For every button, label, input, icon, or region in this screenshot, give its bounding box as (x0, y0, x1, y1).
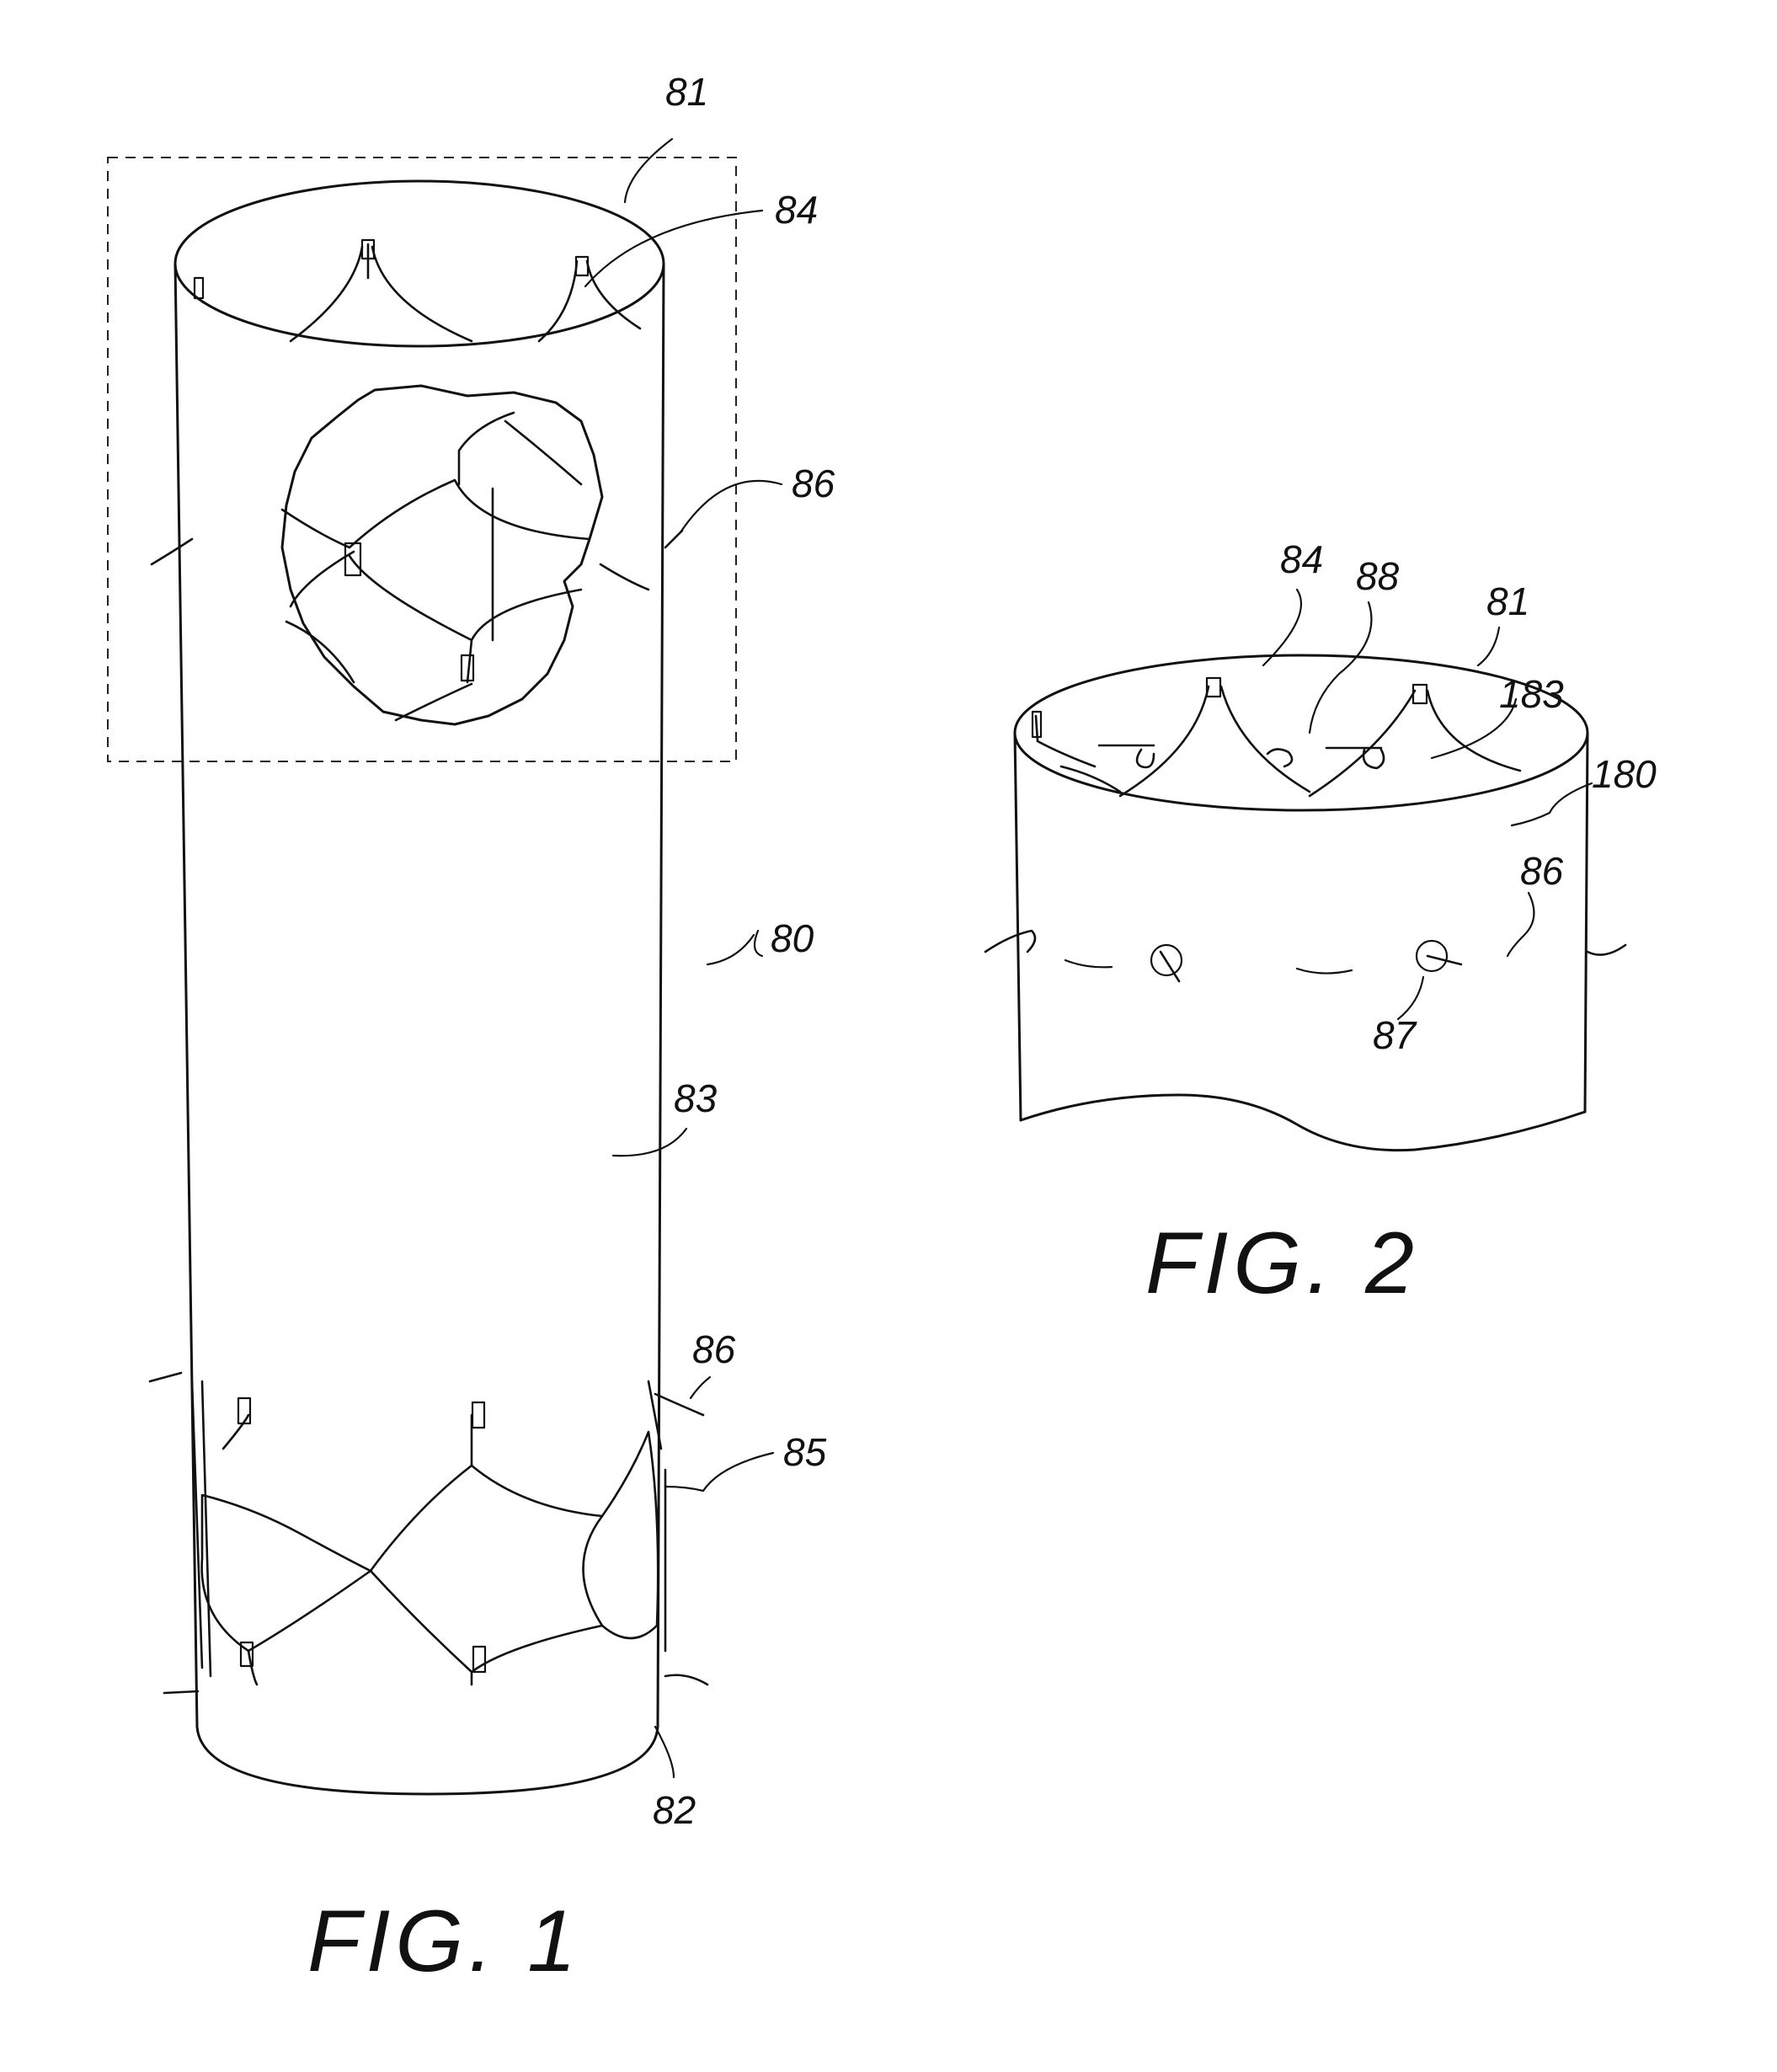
ref-180-fig2: 180 (1592, 752, 1657, 796)
bottom-eyelet-top-mid (472, 1402, 484, 1428)
leader-82 (655, 1727, 674, 1777)
inside-dash-2 (1297, 969, 1352, 974)
ref-86-top-fig1: 86 (792, 462, 835, 505)
leader-88-fig2 (1310, 602, 1371, 733)
ref-81-fig1: 81 (665, 70, 708, 114)
ref-87-fig2: 87 (1373, 1013, 1417, 1057)
leader-83 (613, 1129, 686, 1156)
bottom-eyelet-bot-mid (473, 1647, 485, 1672)
ref-82-fig1: 82 (653, 1788, 696, 1832)
leader-180-fig2 (1512, 783, 1592, 825)
leader-81-fig2 (1478, 627, 1499, 665)
graft-right-edge (658, 264, 664, 1727)
suture-86-upper-right (600, 564, 648, 590)
bottom-stent-85 (192, 1381, 665, 1685)
suture-86-upper-tail (665, 531, 682, 547)
suture-86-lower-left (150, 1373, 181, 1381)
ref-85-fig1: 85 (783, 1430, 827, 1474)
ref-183-fig2: 183 (1499, 672, 1564, 716)
segment-eyelet-2 (1413, 685, 1427, 703)
leader-86-top (680, 481, 782, 532)
ref-84-fig1: 84 (775, 188, 818, 232)
figure-2: 84 88 81 183 180 86 87 FIG. 2 (985, 537, 1657, 1312)
graft-segment-right-edge (1585, 733, 1588, 1112)
ref-80-fig1: 80 (771, 916, 814, 960)
ref-84-fig2: 84 (1280, 537, 1323, 581)
suture-86-upper-left (152, 539, 192, 564)
leader-80 (707, 931, 762, 964)
suture-86-fig2-right (1588, 945, 1625, 955)
ref-88-fig2: 88 (1356, 554, 1400, 598)
suture-86-fig2-left (985, 931, 1035, 952)
graft-left-edge (175, 264, 197, 1727)
suture-loop-88 (1099, 745, 1384, 768)
suture-86-lower-right (655, 1394, 703, 1415)
fig2-caption: FIG. 2 (1145, 1215, 1419, 1312)
detail-box (108, 158, 736, 761)
graft-top-opening (175, 181, 664, 346)
leader-86-bottom (691, 1377, 710, 1398)
leader-81 (625, 139, 672, 202)
top-stent-eyelet-2 (576, 257, 588, 275)
leader-85 (665, 1453, 773, 1491)
figure-1: 81 84 86 80 83 86 85 82 FIG. 1 (108, 70, 835, 1990)
cutaway-window (282, 386, 602, 724)
fig1-caption: FIG. 1 (307, 1893, 581, 1990)
top-left-tab (195, 278, 203, 298)
leader-86-fig2 (1508, 893, 1534, 956)
graft-segment-left-edge (1015, 733, 1021, 1120)
leader-84-fig2 (1263, 590, 1301, 665)
ref-83-fig1: 83 (674, 1076, 718, 1120)
graft-segment-wavy-break (1021, 1095, 1585, 1151)
segment-stent-struts (1036, 686, 1520, 796)
suture-through-hole-left (1161, 952, 1179, 981)
graft-bottom-edge (197, 1727, 658, 1794)
cutaway-stent-struts (282, 413, 590, 720)
ref-86-fig2: 86 (1520, 849, 1564, 893)
ref-81-fig2: 81 (1486, 579, 1529, 623)
suture-bottom-right (665, 1675, 707, 1685)
inside-dash-1 (1065, 960, 1112, 967)
suture-bottom-left (164, 1691, 198, 1693)
bottom-eyelet-top-left (238, 1398, 250, 1423)
ref-86-bottom-fig1: 86 (692, 1327, 736, 1371)
